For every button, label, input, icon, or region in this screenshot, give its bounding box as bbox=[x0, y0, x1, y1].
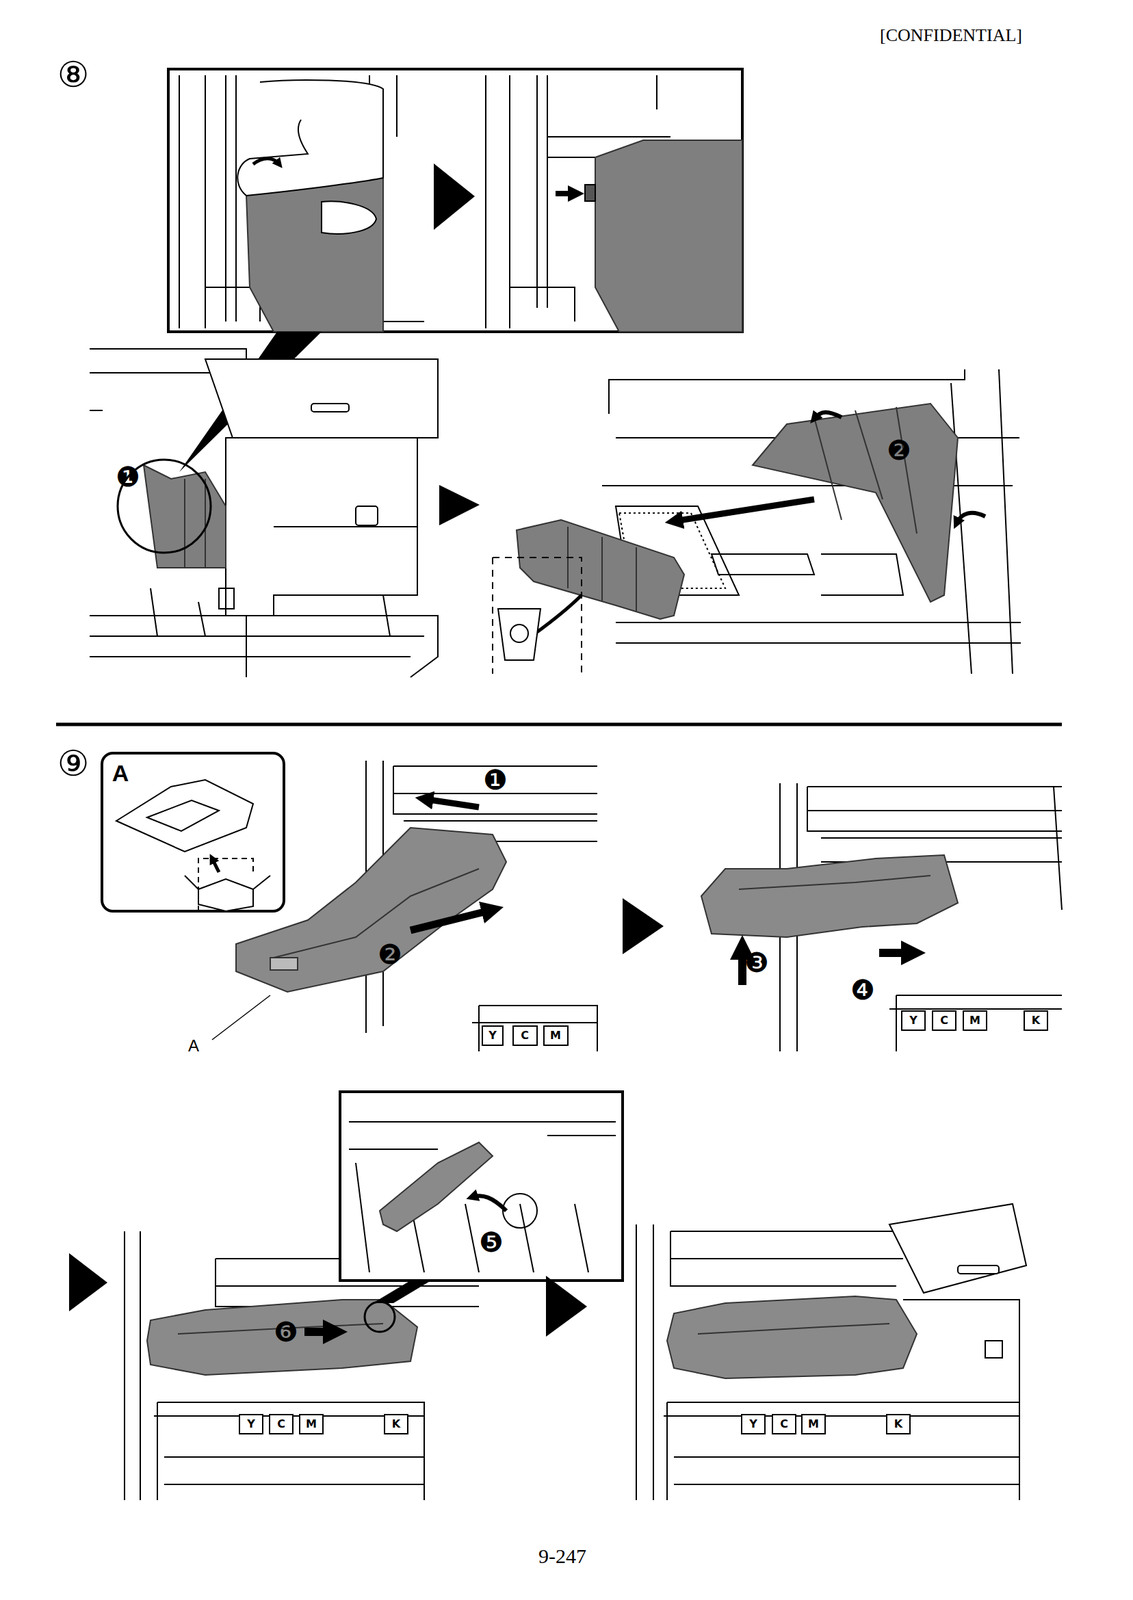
callout-number: ❷ bbox=[886, 436, 912, 464]
step-triangle bbox=[433, 163, 475, 230]
toner-color-label: Y bbox=[488, 1030, 497, 1042]
dashed-line bbox=[198, 858, 254, 912]
toner-color-label: Y bbox=[246, 1418, 256, 1430]
toner-color-label: M bbox=[305, 1418, 317, 1430]
step-number: ⑧ bbox=[57, 56, 90, 93]
step-triangle bbox=[439, 485, 480, 526]
arrow bbox=[814, 412, 842, 419]
arrow bbox=[424, 799, 479, 808]
recycle-bin bbox=[498, 608, 541, 661]
waste-part-removed bbox=[516, 519, 685, 620]
detail-inset bbox=[168, 69, 743, 332]
toner-color-label: K bbox=[1031, 1015, 1040, 1027]
highlight-circle bbox=[364, 1301, 395, 1333]
toner-color-label: K bbox=[392, 1418, 401, 1430]
confidential-mark: [CONFIDENTIAL] bbox=[879, 26, 1023, 45]
fins bbox=[184, 478, 206, 568]
step-triangle bbox=[622, 898, 664, 955]
arrow bbox=[956, 513, 986, 524]
hand bbox=[321, 201, 377, 234]
tray-groove bbox=[738, 875, 931, 890]
waste-part bbox=[595, 140, 743, 332]
arrow bbox=[555, 190, 577, 197]
arrow bbox=[253, 158, 280, 165]
fins bbox=[567, 407, 917, 613]
divider bbox=[56, 723, 1062, 727]
tray-part bbox=[116, 779, 254, 852]
tray-groove bbox=[273, 868, 479, 958]
callout-number: ❶ bbox=[483, 766, 508, 794]
box bbox=[198, 879, 254, 912]
output-tray bbox=[701, 855, 958, 938]
callout-number: ❹ bbox=[850, 976, 876, 1004]
toner-color-label: K bbox=[894, 1418, 903, 1430]
frame-detail bbox=[348, 1122, 616, 1273]
tray-part bbox=[147, 800, 219, 832]
arrow bbox=[212, 858, 219, 873]
toner-color-label: M bbox=[969, 1015, 981, 1027]
step-triangle bbox=[69, 1253, 108, 1312]
arrow bbox=[472, 1195, 507, 1211]
toner-color-label: M bbox=[550, 1030, 562, 1042]
leader-line bbox=[212, 995, 271, 1040]
waste-part bbox=[246, 177, 384, 332]
printer bbox=[89, 348, 438, 678]
hand bbox=[237, 80, 384, 196]
callout-pointer bbox=[372, 1280, 432, 1304]
printer-interior bbox=[602, 369, 1021, 674]
printer bbox=[636, 1204, 1027, 1501]
tray-groove bbox=[697, 1323, 890, 1335]
tray-hook bbox=[379, 1142, 493, 1232]
callout-number: ❺ bbox=[478, 1228, 504, 1257]
dashed-line bbox=[492, 557, 582, 674]
step-number: ⑨ bbox=[57, 745, 90, 782]
arrow bbox=[410, 909, 493, 931]
output-tray bbox=[667, 1296, 917, 1379]
page-number: 9-247 bbox=[538, 1546, 587, 1567]
toner-color-label: C bbox=[277, 1418, 286, 1430]
output-tray bbox=[236, 827, 507, 993]
toner-color-label: Y bbox=[909, 1015, 918, 1027]
arrow bbox=[304, 1327, 336, 1337]
detail-inset bbox=[340, 1091, 623, 1281]
arrow bbox=[879, 948, 914, 958]
toner-color-label: C bbox=[940, 1015, 949, 1027]
toner-color-label: C bbox=[520, 1030, 529, 1042]
tab bbox=[584, 184, 596, 202]
step-triangle bbox=[545, 1275, 588, 1337]
toner-color-label: C bbox=[779, 1418, 789, 1430]
callout-number: ❻ bbox=[273, 1318, 299, 1346]
callout-number: ❷ bbox=[377, 940, 403, 969]
toner-color-label: Y bbox=[749, 1418, 758, 1430]
recycle-symbol bbox=[510, 624, 529, 643]
arrow bbox=[673, 499, 815, 522]
box bbox=[184, 875, 271, 890]
tray-tab bbox=[270, 957, 298, 971]
callout-number: ❶ bbox=[115, 463, 141, 491]
output-tray bbox=[147, 1299, 418, 1376]
callout-number: ❸ bbox=[744, 948, 770, 977]
toner-color-label: M bbox=[808, 1418, 819, 1430]
part-letter: A bbox=[188, 1037, 200, 1055]
part-letter: A bbox=[112, 761, 130, 785]
parts-inset bbox=[101, 753, 284, 912]
